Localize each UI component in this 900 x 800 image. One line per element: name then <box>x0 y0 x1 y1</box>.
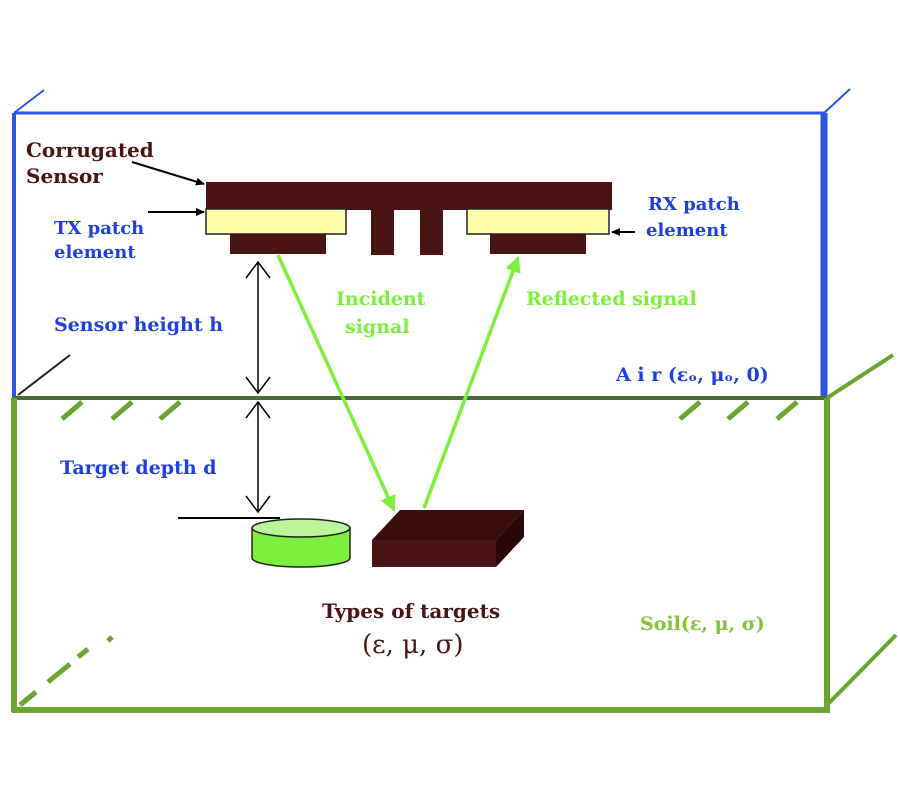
tx-feed-block <box>230 234 326 254</box>
target-parameters-label: (ε, μ, σ) <box>362 630 463 660</box>
air-box-depth-line-right <box>823 88 851 114</box>
target-depth-arrowhead-bottom <box>245 495 271 514</box>
sensor-height-label: Sensor height h <box>54 314 223 336</box>
air-box-depth-line-bottom <box>17 354 71 396</box>
corrugated-sensor-label-line1: Corrugated <box>26 138 154 162</box>
air-box-depth-line-left <box>13 89 45 114</box>
target-depth-arrowhead-top <box>245 400 271 419</box>
corrugated-sensor <box>205 182 612 255</box>
tx-patch-label-line1: TX patch <box>54 218 144 239</box>
incident-signal-arrow <box>276 254 396 512</box>
corrugated-sensor-arrow <box>131 161 205 186</box>
tx-patch-label-line2: element <box>54 242 136 263</box>
target-types-label: Types of targets <box>322 599 500 623</box>
sensor-height-arrowhead-bottom <box>245 376 271 395</box>
block-target <box>372 510 524 567</box>
incident-signal-label-line2: signal <box>345 316 410 338</box>
soil-box-depth-line-bottom <box>825 633 898 707</box>
cylinder-top <box>251 518 351 538</box>
soil-depth-dash-1 <box>18 690 38 707</box>
corrugation-tooth-1 <box>371 210 394 255</box>
sensor-body <box>206 182 612 210</box>
corrugation-tooth-2 <box>420 210 443 255</box>
soil-box-depth-line-top <box>825 353 895 400</box>
tx-patch-element <box>205 208 347 235</box>
block-target-front <box>372 540 496 567</box>
reflected-signal-arrow <box>422 256 521 509</box>
rx-patch-element <box>466 208 610 235</box>
rx-feed-block <box>490 234 586 254</box>
incident-signal-label-line1: Incident <box>336 288 426 310</box>
soil-depth-dash-4 <box>106 635 114 643</box>
soil-region <box>11 353 898 713</box>
block-target-top <box>372 510 524 540</box>
rx-patch-label-line2: element <box>646 220 728 241</box>
target-depth-label: Target depth d <box>60 457 217 479</box>
air-region <box>12 88 851 398</box>
soil-depth-dash-3 <box>76 647 90 659</box>
soil-medium-label: Soil(ε, μ, σ) <box>640 613 765 635</box>
cylinder-target <box>251 518 351 568</box>
rx-patch-label-line1: RX patch <box>648 194 740 215</box>
air-medium-label: A i r (εₒ, μₒ, 0) <box>615 364 769 386</box>
block-target-side <box>496 510 524 567</box>
ground-hatch-marks <box>60 400 799 421</box>
reflected-signal-label: Reflected signal <box>526 288 697 310</box>
sensor-height-arrowhead-top <box>245 260 271 279</box>
soil-depth-dash-2 <box>46 662 72 684</box>
corrugated-sensor-label-line2: Sensor <box>26 164 103 188</box>
